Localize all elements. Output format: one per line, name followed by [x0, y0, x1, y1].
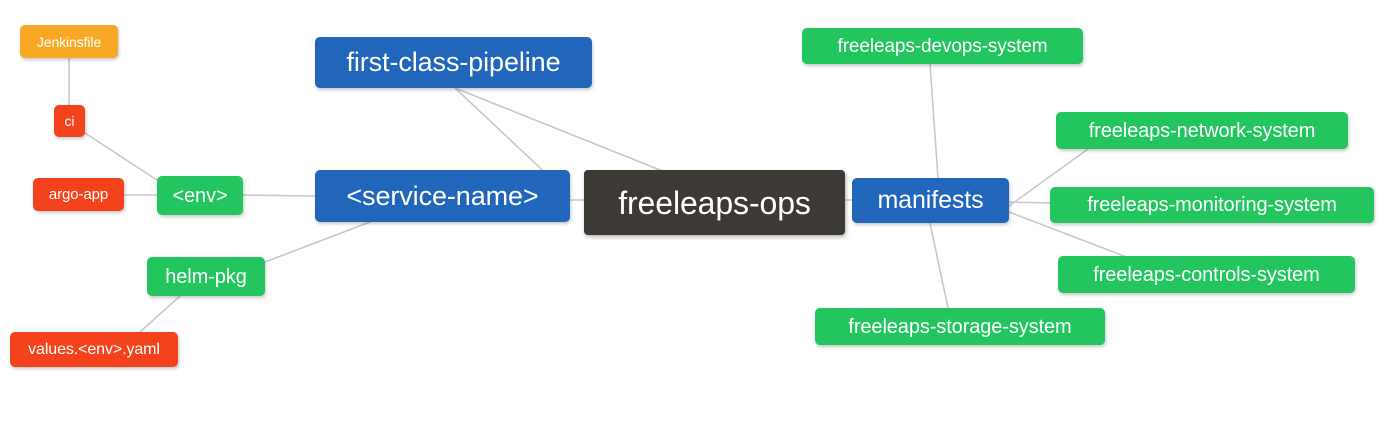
node-freeleaps-monitoring-system[interactable]: freeleaps-monitoring-system [1050, 187, 1374, 223]
edge-manifests-to-freeleaps-storage-system [929, 222, 949, 309]
node-label: first-class-pipeline [346, 47, 561, 77]
node-label: manifests [877, 186, 984, 214]
edge-manifests-to-freeleaps-monitoring-system [1008, 201, 1051, 204]
edge-first-class-pipeline-to-freeleaps-ops [454, 87, 661, 171]
node-label: freeleaps-ops [618, 184, 811, 221]
node-env[interactable]: <env> [157, 176, 243, 215]
node-label: freeleaps-network-system [1088, 119, 1316, 142]
node-label: ci [64, 113, 75, 129]
node-label: freeleaps-devops-system [837, 35, 1048, 57]
node-ci[interactable]: ci [54, 105, 85, 137]
node-freeleaps-storage-system[interactable]: freeleaps-storage-system [815, 308, 1105, 345]
node-freeleaps-devops-system[interactable]: freeleaps-devops-system [802, 28, 1083, 64]
node-jenkinsfile[interactable]: Jenkinsfile [20, 25, 118, 58]
node-label: freeleaps-storage-system [848, 315, 1072, 338]
node-manifests[interactable]: manifests [852, 178, 1009, 223]
node-label: <service-name> [346, 180, 539, 211]
node-argo-app[interactable]: argo-app [33, 178, 124, 211]
edge-service-name-to-helm-pkg [264, 221, 371, 263]
node-freeleaps-controls-system[interactable]: freeleaps-controls-system [1058, 256, 1355, 293]
node-service-name[interactable]: <service-name> [315, 170, 570, 222]
node-label: Jenkinsfile [36, 33, 102, 50]
edge-ci-to-env [84, 132, 158, 181]
node-label: helm-pkg [165, 265, 247, 288]
node-freeleaps-ops[interactable]: freeleaps-ops [584, 170, 845, 235]
node-values-yaml[interactable]: values.<env>.yaml [10, 332, 178, 367]
node-label: freeleaps-controls-system [1093, 263, 1320, 286]
node-helm-pkg[interactable]: helm-pkg [147, 257, 265, 296]
edge-manifests-to-freeleaps-devops-system [929, 63, 939, 179]
node-label: values.<env>.yaml [28, 340, 160, 358]
edge-env-to-service-name [242, 194, 316, 197]
node-freeleaps-network-system[interactable]: freeleaps-network-system [1056, 112, 1348, 149]
node-label: argo-app [48, 186, 109, 203]
edge-helm-pkg-to-values-yaml [139, 295, 181, 333]
node-label: <env> [172, 184, 228, 207]
node-label: freeleaps-monitoring-system [1087, 194, 1337, 216]
node-first-class-pipeline[interactable]: first-class-pipeline [315, 37, 592, 88]
